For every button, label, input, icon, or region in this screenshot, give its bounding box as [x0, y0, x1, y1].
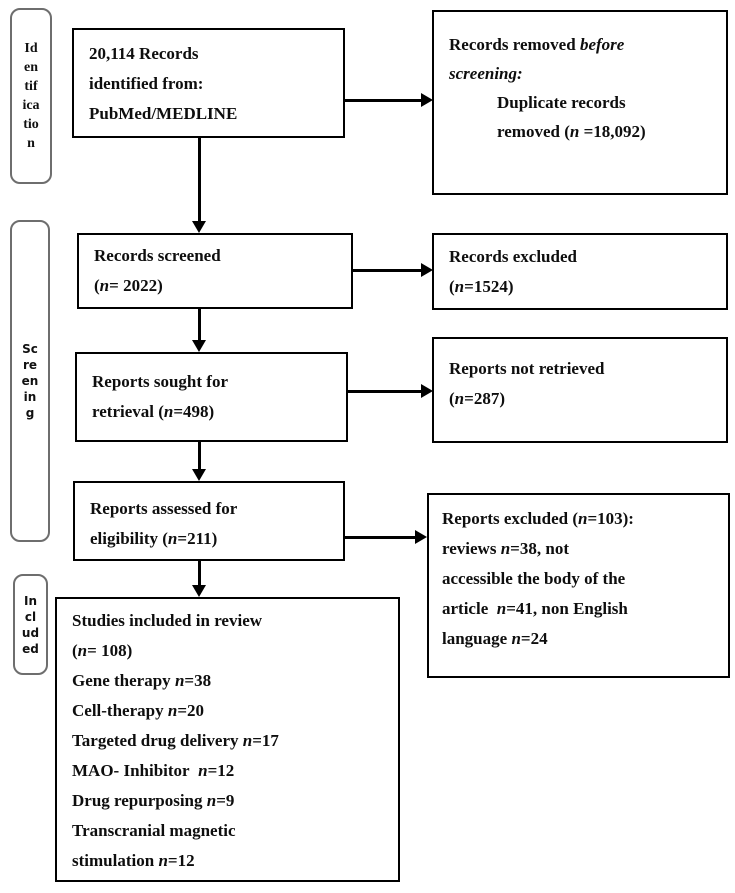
box-records-screened: Records screened (n= 2022)	[77, 233, 353, 309]
box-reports-not-retrieved: Reports not retrieved (n=287)	[432, 337, 728, 443]
box-text-line: n	[27, 136, 35, 151]
arrow-identified-to-screened	[198, 138, 201, 222]
box-text-line: Reports excluded (n=103):	[442, 509, 634, 528]
box-text-line: en	[21, 374, 39, 388]
box-text-line: Records excluded	[449, 247, 577, 266]
box-text-line: language n=24	[442, 629, 548, 648]
box-records-identified: 20,114 Records identified from: PubMed/MED…	[72, 28, 345, 138]
box-text-line: Transcranial magnetic	[72, 821, 236, 840]
box-text-line: article n=41, non English	[442, 599, 628, 618]
arrowhead-right-icon	[421, 384, 433, 398]
box-text-line: (n= 108)	[72, 641, 133, 660]
box-text-line: (n=287)	[449, 389, 505, 408]
box-text-line: Gene therapy n=38	[72, 671, 212, 690]
box-text-line: screening:	[449, 64, 523, 83]
box-text-line: ud	[21, 625, 40, 640]
arrowhead-right-icon	[421, 263, 433, 277]
arrowhead-down-icon	[192, 340, 206, 352]
box-text-line: 20,114 Records	[89, 44, 199, 63]
box-text-line: stimulation n=12	[72, 851, 195, 870]
stage-label-screening: Sc re en in g	[10, 220, 50, 542]
box-text-line: Records screened	[94, 246, 221, 265]
box-text-line: cl	[24, 609, 37, 624]
box-text-line: Drug repurposing n=9	[72, 791, 235, 810]
box-text-line: Targeted drug delivery n=17	[72, 731, 279, 750]
box-text-line: PubMed/MEDLINE	[89, 104, 238, 123]
box-text-line: Duplicate records	[497, 93, 626, 112]
box-text-line: retrieval (n=498)	[92, 402, 215, 421]
box-text-line: tif	[24, 79, 38, 94]
box-text-line: Studies included in review	[72, 611, 263, 630]
box-text-line: identified from:	[89, 74, 204, 93]
box-text-line: MAO- Inhibitor n=12	[72, 761, 235, 780]
stage-label-identification: Id en tif ica tio n	[10, 8, 52, 184]
box-text-line: reviews n=38, not	[442, 539, 569, 558]
arrowhead-down-icon	[192, 585, 206, 597]
box-text-line: in	[23, 390, 37, 404]
box-text-line: g	[25, 406, 35, 420]
box-text-line: ed	[22, 641, 39, 656]
arrow-sought-to-assessed	[198, 442, 201, 470]
arrow-sought-to-not-retrieved	[348, 390, 421, 393]
box-text-line: accessible the body of the	[442, 569, 626, 588]
arrow-identified-to-removed	[345, 99, 421, 102]
box-text-line: Cell-therapy n=20	[72, 701, 204, 720]
box-text-line: eligibility (n=211)	[90, 529, 218, 548]
box-text-line: en	[24, 60, 38, 75]
box-text-line: Reports not retrieved	[449, 359, 605, 378]
box-text-line: (n=1524)	[449, 277, 514, 296]
box-studies-included: Studies included in review (n= 108) Gene t…	[55, 597, 400, 882]
box-records-excluded: Records excluded (n=1524)	[432, 233, 728, 310]
box-text-line: In	[23, 593, 37, 608]
arrow-assessed-to-included	[198, 561, 201, 586]
box-text-line: re	[22, 358, 38, 372]
arrow-screened-to-excluded	[353, 269, 421, 272]
box-text-line: Records removed before	[449, 35, 625, 54]
arrow-assessed-to-excluded	[345, 536, 415, 539]
box-text-line: Id	[24, 41, 38, 56]
box-records-removed-before-screening: Records removed before screening: Duplicat…	[432, 10, 728, 195]
box-reports-excluded: Reports excluded (n=103): reviews n=38, n…	[427, 493, 730, 678]
box-reports-sought: Reports sought for retrieval (n=498)	[75, 352, 348, 442]
box-text-line: (n= 2022)	[94, 276, 163, 295]
arrow-screened-to-sought	[198, 309, 201, 341]
box-text-line: removed (n =18,092)	[497, 122, 646, 141]
arrowhead-down-icon	[192, 221, 206, 233]
box-text-line: tio	[23, 117, 39, 132]
box-text-line: Sc	[22, 342, 38, 356]
box-reports-assessed: Reports assessed for eligibility (n=211)	[73, 481, 345, 561]
box-text-line: Reports sought for	[92, 372, 228, 391]
box-text-line: Reports assessed for	[90, 499, 238, 518]
arrowhead-down-icon	[192, 469, 206, 481]
box-text-line: ica	[22, 98, 40, 113]
arrowhead-right-icon	[415, 530, 427, 544]
arrowhead-right-icon	[421, 93, 433, 107]
